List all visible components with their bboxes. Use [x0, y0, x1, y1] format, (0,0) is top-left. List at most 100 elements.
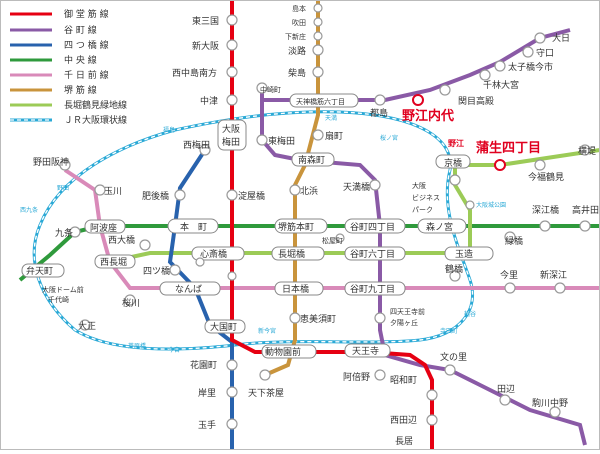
station-label: 今里 — [500, 269, 518, 281]
station-label: 松屋町 — [322, 236, 343, 245]
station-label: 谷町九丁目 — [350, 284, 395, 295]
station-label: 中崎町 — [260, 85, 281, 94]
station-label: 寺田町 — [440, 327, 458, 335]
station-label: ビジネス — [412, 193, 440, 202]
station-label: 中津 — [200, 95, 218, 107]
station-label: 阿倍野 — [343, 371, 370, 383]
station-label: 新深江 — [540, 269, 567, 281]
station-label: 下新庄 — [285, 32, 306, 41]
station-label: 阿波座 — [90, 222, 117, 234]
legend-label: 御 堂 筋 線 — [64, 8, 109, 20]
legend-label: 谷 町 線 — [64, 24, 97, 36]
station-label: 九条 — [55, 227, 73, 239]
station-label: 大国町 — [210, 321, 237, 333]
station-label: 京橋 — [444, 157, 462, 169]
legend-label: 中 央 線 — [64, 54, 97, 66]
legend-label: 千 日 前 線 — [64, 69, 109, 81]
highlight-station-label: 野江内代 — [402, 108, 454, 124]
station-label: 大阪ドーム前 — [42, 285, 84, 294]
station-label: 大阪 — [222, 123, 240, 135]
station-label: 長堀橋 — [278, 248, 305, 260]
legend-label: ＪＲ大阪環状線 — [64, 114, 127, 126]
station-label: 駒川中野 — [532, 397, 568, 409]
station-label: 天満橋 — [343, 181, 370, 193]
station-label: 大阪城公園 — [476, 201, 506, 209]
loop-line — [32, 110, 475, 351]
station-label: 日本橋 — [282, 283, 309, 295]
station-label: 東三国 — [192, 15, 219, 27]
station-label: 大正 — [78, 320, 96, 332]
station-label: 西田辺 — [390, 415, 417, 426]
station-label: 野田 — [57, 184, 69, 192]
station-label: 肥後橋 — [142, 190, 169, 202]
station-label: 四天王寺前 — [390, 307, 425, 316]
station-label: 花園町 — [190, 359, 217, 371]
station-label: 谷町四丁目 — [350, 222, 395, 233]
legend-label: 堺 筋 線 — [64, 84, 97, 96]
transfer-boxes — [21, 93, 494, 359]
station-label: 夕陽ヶ丘 — [390, 318, 418, 327]
station-label: 本 町 — [180, 221, 207, 233]
station-label: 高井田 — [572, 204, 599, 216]
legend: 御 堂 筋 線 谷 町 線 四 つ 橋 線 中 央 線 千 日 前 線 堺 筋 … — [10, 8, 127, 126]
station-label: 堺筋本町 — [278, 221, 314, 233]
station-label: 大日 — [552, 32, 570, 44]
station-label: 動物園前 — [265, 346, 301, 358]
station-label: 岸里 — [198, 388, 216, 399]
station-label: 南森町 — [298, 154, 325, 166]
station-label: 玉川 — [104, 186, 122, 197]
station-label: 柴島 — [288, 67, 306, 79]
station-label: 恵美須町 — [300, 313, 336, 325]
station-label: 弁天町 — [26, 265, 53, 277]
station-label: 扇町 — [325, 130, 343, 142]
midosuji-line — [230, 0, 434, 450]
station-label: 島本 — [292, 4, 306, 13]
station-label: 深江橋 — [532, 204, 559, 216]
station-label: 西大橋 — [108, 234, 135, 246]
highlight-station-label: 蒲生四丁目 — [476, 140, 541, 156]
station-label: 梅田 — [222, 136, 240, 148]
station-label: 桜川 — [122, 297, 140, 309]
station-label: 千代崎 — [48, 295, 69, 304]
station-label: 玉造 — [455, 248, 473, 260]
station-label: 太子橋今市 — [508, 61, 553, 73]
station-label: 芦原橋 — [128, 342, 146, 350]
station-label: 谷町六丁目 — [350, 248, 395, 260]
station-label: 新今宮 — [258, 327, 276, 335]
station-label: 天王寺 — [352, 346, 379, 357]
station-markers — [59, 3, 591, 430]
station-label: 森ノ宮 — [426, 221, 453, 233]
station-label: 東梅田 — [268, 135, 295, 147]
station-label: 昭和町 — [390, 375, 417, 386]
station-label: 桃谷 — [464, 310, 476, 318]
station-label: 淀屋橋 — [238, 190, 265, 202]
station-label: 玉手 — [198, 419, 216, 431]
station-label: 淡路 — [288, 45, 306, 57]
legend-label: 長堀鶴見緑地線 — [64, 99, 127, 111]
station-label: 西九条 — [20, 206, 38, 214]
station-label: 西長堀 — [100, 257, 127, 268]
station-label: 今福鶴見 — [528, 171, 564, 183]
station-label: 吹田 — [292, 18, 306, 27]
station-label: 心斎橋 — [200, 248, 227, 260]
station-label: 緑橋 — [505, 235, 523, 247]
station-label: 今宮 — [168, 346, 180, 354]
station-label: 新大阪 — [192, 40, 219, 52]
station-label: 西梅田 — [183, 139, 210, 151]
station-labels: 東三国 新大阪 西中島南方 中津 大阪 梅田 淀屋橋 本 町 心斎橋 なんば 大… — [20, 4, 599, 447]
station-label: 文の里 — [440, 351, 467, 363]
station-label: 守口 — [536, 47, 554, 59]
highlight-station-label: 野江 — [448, 138, 464, 148]
station-label: なんば — [175, 284, 202, 295]
station-label: 北浜 — [300, 186, 318, 197]
station-label: 長居 — [395, 436, 413, 447]
station-label: 横堤 — [578, 145, 596, 157]
station-label: 桜ノ宮 — [380, 134, 398, 142]
station-label: パーク — [412, 206, 433, 214]
station-label: 都島 — [370, 107, 388, 119]
station-label: 天満 — [325, 114, 337, 122]
station-label: 天神橋筋六丁目 — [296, 97, 345, 106]
station-label: 鶴橋 — [445, 263, 463, 275]
